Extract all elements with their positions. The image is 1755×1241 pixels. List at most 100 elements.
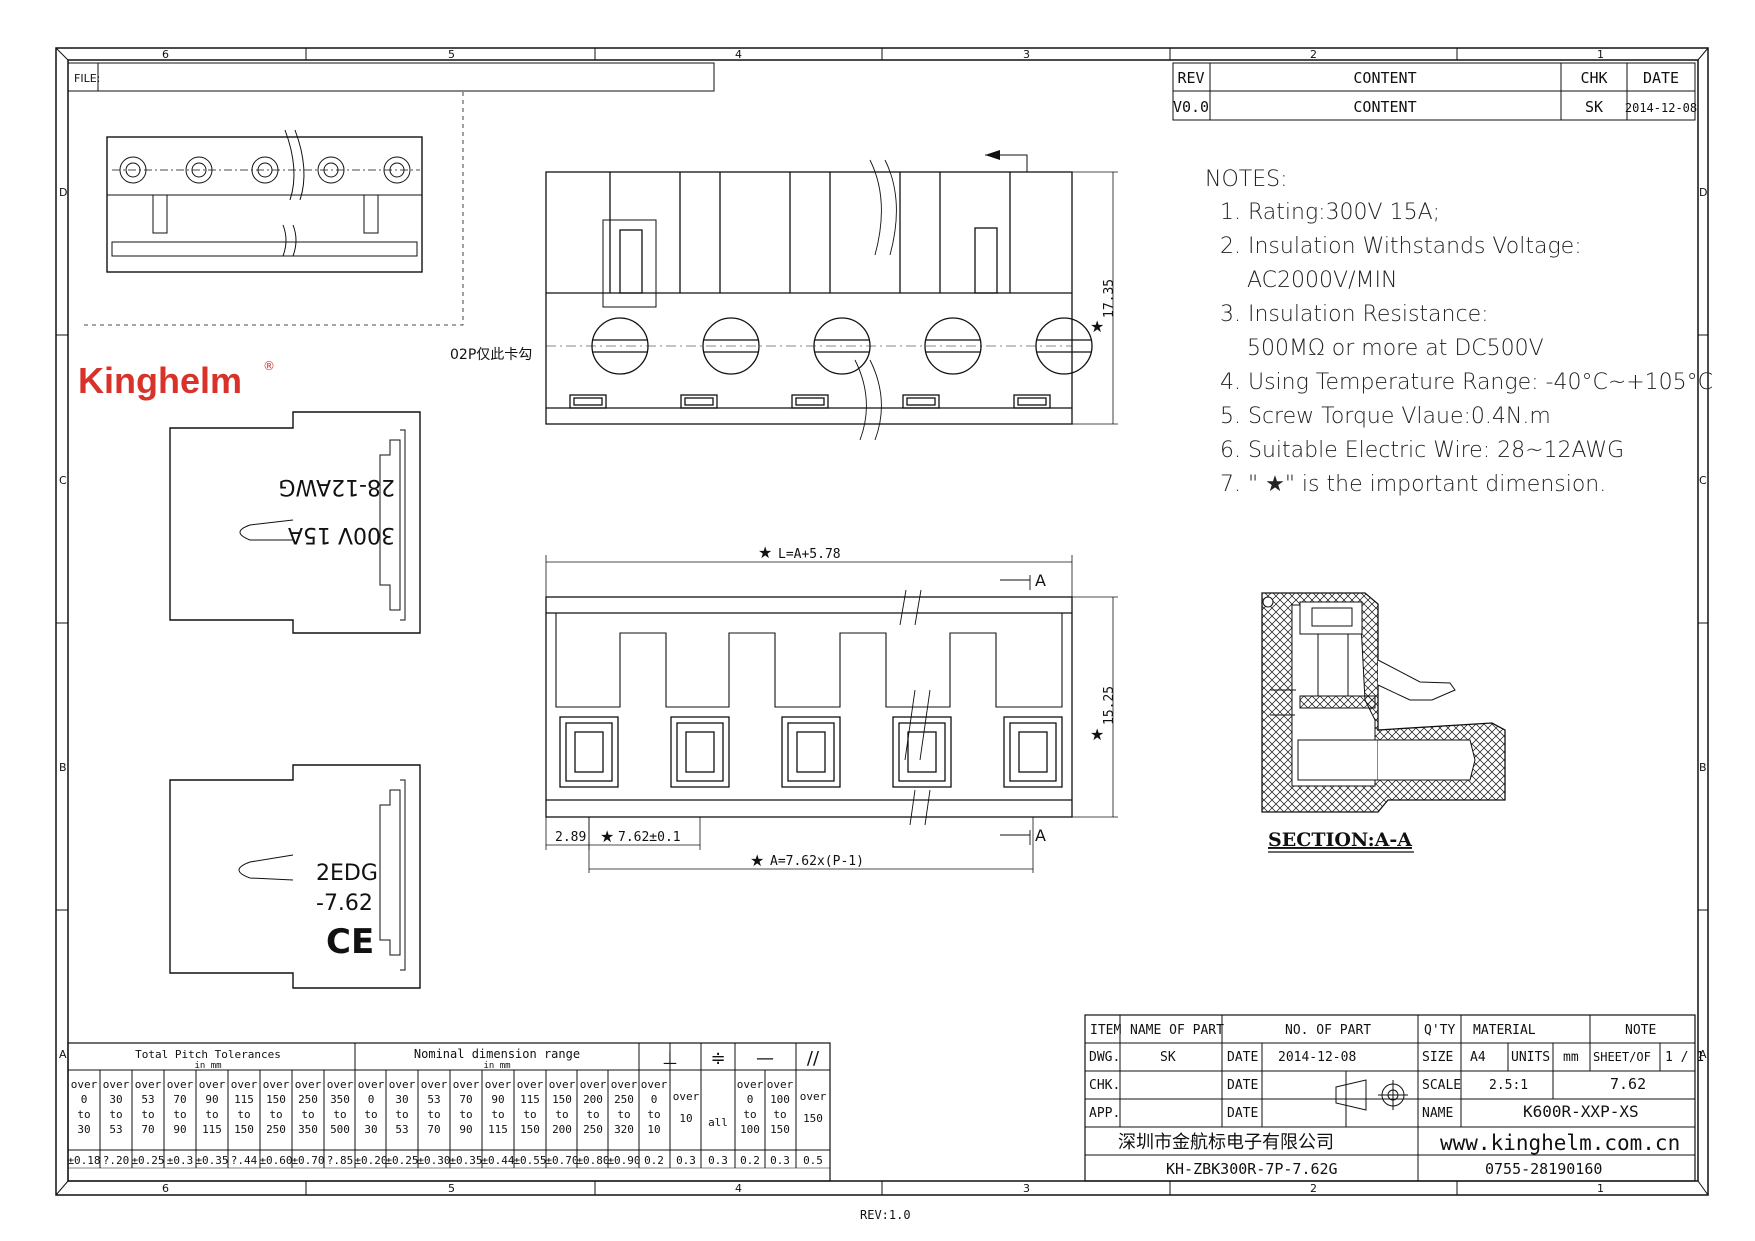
nominal-range-cell: 200 <box>552 1123 572 1136</box>
pitch-range-cell: 53 <box>141 1093 154 1106</box>
pitch-tolerance-value: ±0.18 <box>67 1154 100 1167</box>
grid-col-2: 2 <box>1310 48 1317 61</box>
section-a-a-view <box>1261 592 1506 813</box>
side-label-awg: 28-12AWG <box>278 474 395 499</box>
nominal-range-cell: to <box>617 1108 630 1121</box>
nominal-range-cell: over <box>485 1078 512 1091</box>
tb-size-value: A4 <box>1470 1050 1486 1065</box>
pitch-range-cell: 30 <box>77 1123 90 1136</box>
note-3-value: 500MΩ or more at DC500V <box>1247 336 1544 361</box>
top-view-main <box>545 150 1118 441</box>
pitch-tol-title: Total Pitch Tolerances <box>135 1048 281 1061</box>
nominal-range-cell: 250 <box>583 1123 603 1136</box>
nominal-unit: in mm <box>483 1061 510 1071</box>
pitch-range-cell: to <box>269 1108 282 1121</box>
dim-a: A=7.62x(P-1) <box>770 854 864 869</box>
nominal-range-cell: over <box>580 1078 607 1091</box>
nominal-range-cell: 0 <box>368 1093 375 1106</box>
pitch-range-cell: over <box>103 1078 130 1091</box>
nominal-range-cell: 70 <box>427 1123 440 1136</box>
pitch-range-cell: 90 <box>205 1093 218 1106</box>
pitch-tolerance-value: ?.44 <box>231 1154 258 1167</box>
tb-units-label: UNITS <box>1511 1050 1550 1065</box>
tb-drawing-no: KH-ZBK300R-7P-7.62G <box>1166 1160 1338 1178</box>
rev-header: REV <box>1177 69 1204 87</box>
tb-dwg-value: SK <box>1160 1050 1176 1065</box>
parallel-symbol: // <box>807 1048 820 1069</box>
section-mark-bottom: A <box>1035 826 1046 845</box>
dim-height-top: 17.35 <box>1102 279 1117 318</box>
geo-range-cell: to <box>743 1108 756 1121</box>
nominal-tolerance-value: ±0.20 <box>354 1154 387 1167</box>
grid-col-4: 4 <box>735 48 742 61</box>
side-view-lower: 2EDG -7.62 CE <box>169 764 421 989</box>
tb-material-label: MATERIAL <box>1473 1023 1536 1038</box>
star-pitch: ★ <box>600 827 614 846</box>
nominal-range-cell: to <box>555 1108 568 1121</box>
tb-date-label: DATE <box>1227 1050 1258 1065</box>
file-label: FILE: <box>74 72 100 85</box>
geo-range-cell: over <box>737 1078 764 1091</box>
nominal-range-cell: 115 <box>520 1093 540 1106</box>
geo-range-cell: 150 <box>770 1123 790 1136</box>
section-title: SECTION:A-A <box>1268 829 1412 851</box>
geo-range-cell: to <box>773 1108 786 1121</box>
nominal-range-cell: over <box>389 1078 416 1091</box>
grid-row-c-right: C <box>1699 474 1707 487</box>
rev-value: V0.0 <box>1173 98 1209 116</box>
star-length: ★ <box>758 543 772 562</box>
projection-icon <box>1335 1079 1408 1111</box>
pitch-range-cell: to <box>333 1108 346 1121</box>
section-mark-top: A <box>1035 571 1046 590</box>
nominal-range-cell: over <box>358 1078 385 1091</box>
nominal-range-cell: to <box>491 1108 504 1121</box>
top-view-small <box>80 92 464 326</box>
grid-row-b-right: B <box>1699 761 1707 774</box>
grid-col-6: 6 <box>162 48 169 61</box>
nominal-range-cell: over <box>549 1078 576 1091</box>
geo-tolerance-value: 0.3 <box>770 1154 790 1167</box>
geo-range-cell: over <box>800 1090 827 1103</box>
footer-rev: REV:1.0 <box>860 1208 911 1222</box>
grid-row-b: B <box>59 761 67 774</box>
tb-size-label: SIZE <box>1422 1050 1453 1065</box>
note-1: 1. Rating:300V 15A; <box>1220 200 1440 225</box>
nominal-title: Nominal dimension range <box>414 1047 580 1061</box>
pitch-tolerance-value: ±0.35 <box>195 1154 228 1167</box>
date-header: DATE <box>1643 69 1679 87</box>
content-header: CONTENT <box>1353 69 1416 87</box>
pitch-range-cell: 53 <box>109 1123 122 1136</box>
note-4: 4. Using Temperature Range: -40°C~+105°C <box>1220 370 1713 395</box>
pitch-range-cell: over <box>71 1078 98 1091</box>
nominal-range-cell: 200 <box>583 1093 603 1106</box>
nominal-range-cell: 90 <box>459 1123 472 1136</box>
tb-chk-label: CHK. <box>1089 1078 1120 1093</box>
geo-tolerance-value: 0.3 <box>676 1154 696 1167</box>
nominal-range-cell: 90 <box>491 1093 504 1106</box>
tb-date-label-3: DATE <box>1227 1106 1258 1121</box>
nominal-range-cell: 150 <box>552 1093 572 1106</box>
pitch-range-cell: 70 <box>141 1123 154 1136</box>
nominal-range-cell: 30 <box>364 1123 377 1136</box>
pitch-range-cell: 70 <box>173 1093 186 1106</box>
nominal-range-cell: 250 <box>614 1093 634 1106</box>
pitch-tolerance-value: ?.85 <box>327 1154 354 1167</box>
tb-website: www.kinghelm.com.cn <box>1440 1131 1680 1155</box>
tb-item-label: ITEM <box>1090 1023 1121 1038</box>
nominal-range-cell: over <box>453 1078 480 1091</box>
grid-row-a-right: A <box>1699 1048 1707 1061</box>
note-02p: 02P仅此卡勾 <box>450 347 532 363</box>
star-height-front: ★ <box>1090 725 1104 744</box>
tb-name-label: NAME <box>1422 1106 1453 1121</box>
symmetry-symbol: ≑ <box>710 1048 725 1069</box>
geo-tolerance-value: 0.3 <box>708 1154 728 1167</box>
note-2: 2. Insulation Withstands Voltage: <box>1220 234 1582 259</box>
grid-row-d-right: D <box>1699 186 1707 199</box>
chk-value: SK <box>1585 98 1603 116</box>
nominal-tolerance-value: ±0.30 <box>417 1154 450 1167</box>
pitch-range-cell: over <box>231 1078 258 1091</box>
geo-tolerance-value: 0.2 <box>740 1154 760 1167</box>
geo-range-cell: 100 <box>770 1093 790 1106</box>
pitch-range-cell: to <box>141 1108 154 1121</box>
pitch-range-cell: over <box>199 1078 226 1091</box>
